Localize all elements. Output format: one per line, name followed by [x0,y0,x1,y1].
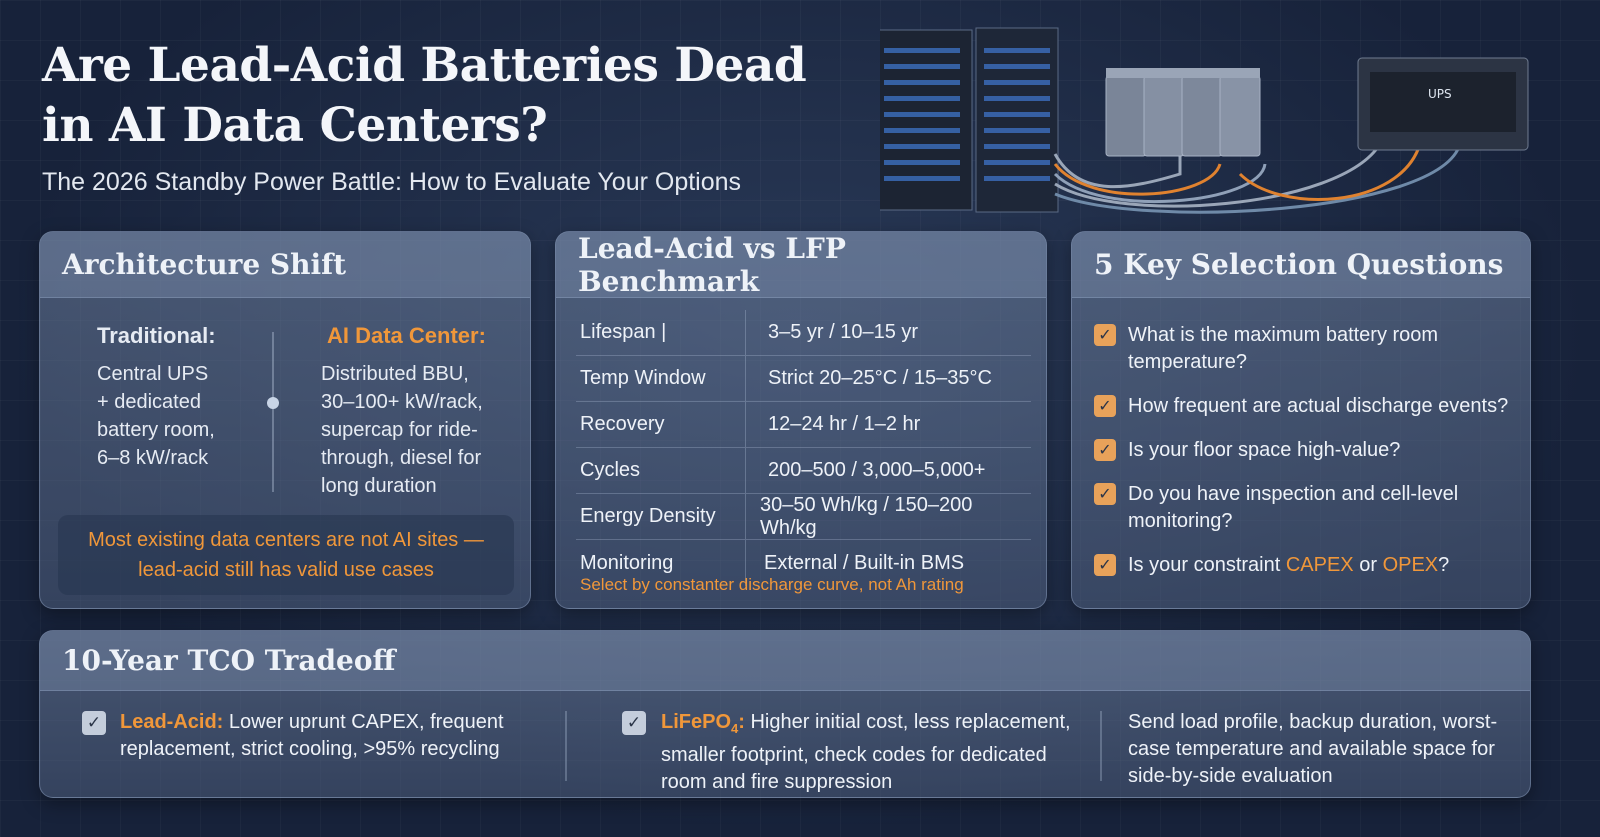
svg-text:UPS: UPS [1428,87,1452,101]
row-value: 12–24 hr / 1–2 hr [768,413,921,435]
capex-label: CAPEX [1285,554,1354,576]
row-label: Monitoring [576,540,746,586]
tco-title: 10-Year TCO Tradeoff [40,631,1530,691]
lfp-summary: LiFePO4: Higher initial cost, less repla… [661,711,1071,793]
ai-line: supercap for ride- [321,419,478,441]
server-rack-icon [880,27,1059,213]
table-row: Recovery 12–24 hr / 1–2 hr [576,402,1031,448]
table-row: Lifespan | 3–5 yr / 10–15 yr [576,310,1031,356]
architecture-note: Most existing data centers are not AI si… [58,515,514,595]
row-label: Energy Density [576,494,746,539]
traditional-column: Traditional: Central UPS + dedicated bat… [97,322,216,472]
battery-module-icon [1105,68,1261,157]
divider-dot [267,397,279,409]
ai-line: 30–100+ kW/rack, [321,391,483,413]
row-label: Lifespan | [576,310,746,355]
table-row: Cycles 200–500 / 3,000–5,000+ [576,448,1031,494]
hero-illustration: UPS [880,27,1529,214]
row-label: Temp Window [576,356,746,401]
column-divider [1100,711,1102,781]
traditional-line: battery room, [97,419,215,441]
row-value: Strict 20–25°C / 15–35°C [768,367,992,389]
list-item: ✓ What is the maximum battery room tempe… [1094,322,1514,376]
ai-line: through, diesel for [321,447,482,469]
architecture-note-line: Most existing data centers are not AI si… [88,529,484,551]
traditional-heading: Traditional: [97,323,216,348]
question-text: What is the maximum battery room tempera… [1128,324,1439,373]
row-value: 200–500 / 3,000–5,000+ [768,459,986,481]
checkbox-icon: ✓ [1094,324,1116,346]
table-row: Monitoring External / Built-in BMS [576,540,1031,586]
list-item: ✓ Is your floor space high-value? [1094,437,1514,464]
traditional-line: Central UPS [97,363,209,385]
table-row: Temp Window Strict 20–25°C / 15–35°C [576,356,1031,402]
traditional-line: 6–8 kW/rack [97,447,209,469]
evaluation-cta: Send load profile, backup duration, wors… [1128,711,1498,787]
checkbox-icon: ✓ [622,711,646,735]
checkbox-icon: ✓ [1094,554,1116,576]
ups-unit-icon: UPS [1357,57,1529,151]
traditional-line: + dedicated [97,391,201,413]
questions-list: ✓ What is the maximum battery room tempe… [1094,322,1514,596]
column-divider [565,711,567,781]
table-row: Energy Density 30–50 Wh/kg / 150–200 Wh/… [576,494,1031,540]
lfp-label: LiFePO4: [661,711,745,736]
list-item: ✓ Is your constraint CAPEX or OPEX? [1094,552,1514,579]
lead-acid-summary: Lead-Acid: Lower uprunt CAPEX, frequent … [120,711,504,760]
column-divider [272,332,274,492]
lead-acid-label: Lead-Acid: [120,711,224,733]
benchmark-note: Select by constanter discharge curve, no… [580,575,964,594]
row-value: External / Built-in BMS [764,551,965,574]
benchmark-title: Lead-Acid vs LFP Benchmark [556,232,1046,298]
question-text: Is your constraint CAPEX or OPEX? [1128,554,1450,576]
row-label: Recovery [576,402,746,447]
checkbox-icon: ✓ [82,711,106,735]
page-subtitle: The 2026 Standby Power Battle: How to Ev… [42,168,742,196]
checkbox-icon: ✓ [1094,395,1116,417]
ai-heading: AI Data Center: [327,323,486,348]
question-text: Is your floor space high-value? [1128,439,1401,461]
checkbox-icon: ✓ [1094,483,1116,505]
architecture-note-line: lead-acid still has valid use cases [138,559,434,581]
ai-line: long duration [321,475,437,497]
benchmark-table: Lifespan | 3–5 yr / 10–15 yr Temp Window… [576,310,1031,586]
list-item: ✓ How frequent are actual discharge even… [1094,393,1514,420]
question-text: Do you have inspection and cell-level mo… [1128,483,1459,532]
question-text: How frequent are actual discharge events… [1128,395,1509,417]
ai-column: AI Data Center: Distributed BBU, 30–100+… [321,322,486,500]
page-title: Are Lead-Acid Batteries Dead in AI Data … [42,38,807,153]
row-value: 3–5 yr / 10–15 yr [768,321,919,343]
list-item: ✓ Do you have inspection and cell-level … [1094,481,1514,535]
questions-card: 5 Key Selection Questions ✓ What is the … [1071,231,1531,609]
row-label: Cycles [576,448,746,493]
row-value: 30–50 Wh/kg / 150–200 Wh/kg [760,493,973,539]
ai-line: Distributed BBU, [321,363,469,385]
questions-title: 5 Key Selection Questions [1072,232,1530,298]
checkbox-icon: ✓ [1094,439,1116,461]
cable-icon [1053,143,1462,214]
architecture-card: Architecture Shift Traditional: Central … [39,231,531,609]
opex-label: OPEX [1382,554,1439,576]
tco-card: 10-Year TCO Tradeoff ✓ Lead-Acid: Lower … [39,630,1531,798]
benchmark-card: Lead-Acid vs LFP Benchmark Lifespan | 3–… [555,231,1047,609]
architecture-title: Architecture Shift [40,232,530,298]
